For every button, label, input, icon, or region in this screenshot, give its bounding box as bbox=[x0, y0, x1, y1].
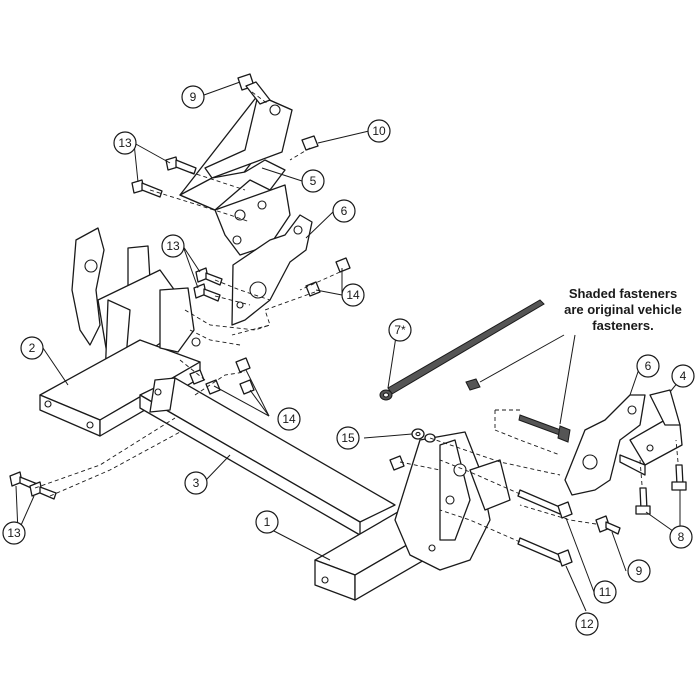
callout-10-label: 10 bbox=[372, 124, 386, 138]
callout-2-label: 2 bbox=[29, 341, 36, 355]
bolts-13-mid bbox=[193, 267, 223, 302]
callout-1: 1 bbox=[255, 510, 279, 534]
assembly-dashed-lines bbox=[34, 91, 679, 543]
callout-13-mid-label: 13 bbox=[166, 239, 180, 253]
callout-14-mid-label: 14 bbox=[282, 412, 296, 426]
callout-11-label: 11 bbox=[599, 585, 612, 599]
part-3-crossbar bbox=[139, 377, 396, 536]
callout-13-top-label: 13 bbox=[118, 136, 132, 150]
callout-5-label: 5 bbox=[310, 174, 317, 188]
callout-6-upper-label: 6 bbox=[341, 204, 348, 218]
bolt-9-lower bbox=[595, 515, 621, 535]
nuts-14-mid bbox=[189, 357, 255, 395]
callout-10: 10 bbox=[367, 119, 391, 143]
leader-lines bbox=[15, 81, 684, 612]
part-6-lower-plate bbox=[564, 394, 646, 496]
callout-7: 7* bbox=[388, 318, 412, 342]
nuts-14-upper bbox=[305, 257, 351, 297]
callout-15: 15 bbox=[336, 426, 360, 450]
shaded-fasteners-note: Shaded fasteners are original vehicle fa… bbox=[548, 286, 698, 334]
callout-9-lower-label: 9 bbox=[636, 564, 643, 578]
bolts-13-top bbox=[131, 156, 197, 198]
callout-14-upper: 14 bbox=[341, 283, 365, 307]
callout-13-top: 13 bbox=[113, 131, 137, 155]
callout-14-mid: 14 bbox=[277, 407, 301, 431]
callout-1-label: 1 bbox=[264, 515, 271, 529]
bolt-9-top bbox=[237, 73, 271, 105]
original-vehicle-bolt bbox=[518, 414, 571, 443]
nut-lower bbox=[389, 455, 405, 471]
part-7-rod bbox=[379, 299, 545, 401]
part-6-upper-plate bbox=[231, 214, 313, 326]
part-5-upper-bracket bbox=[179, 94, 293, 256]
callout-3-label: 3 bbox=[193, 476, 200, 490]
original-vehicle-nut bbox=[465, 378, 481, 391]
bolts-13-lower bbox=[9, 471, 57, 500]
callout-4-label: 4 bbox=[680, 369, 687, 383]
callout-2: 2 bbox=[20, 336, 44, 360]
callout-8-label: 8 bbox=[678, 530, 685, 544]
callout-12-label: 12 bbox=[580, 617, 594, 631]
callout-13-lower: 13 bbox=[2, 521, 26, 545]
callout-13-lower-label: 13 bbox=[7, 526, 21, 540]
callout-6-lower-label: 6 bbox=[645, 359, 652, 373]
callout-6-upper: 6 bbox=[332, 199, 356, 223]
note-line-2: are original vehicle bbox=[564, 302, 682, 317]
callout-9-top-label: 9 bbox=[190, 90, 197, 104]
callout-5: 5 bbox=[301, 169, 325, 193]
part-1-right-mount bbox=[314, 431, 511, 601]
callout-6-lower: 6 bbox=[636, 354, 660, 378]
bolt-12 bbox=[517, 537, 573, 567]
callout-9-lower: 9 bbox=[627, 559, 651, 583]
part-4-small-bracket bbox=[619, 389, 683, 476]
callout-3: 3 bbox=[184, 471, 208, 495]
callout-15-label: 15 bbox=[341, 431, 355, 445]
callout-4: 4 bbox=[671, 364, 695, 388]
callout-12: 12 bbox=[575, 612, 599, 636]
callout-8: 8 bbox=[669, 525, 693, 549]
callout-7-label: 7* bbox=[394, 323, 406, 337]
note-line-3: fasteners. bbox=[592, 318, 654, 333]
callout-11: 11 bbox=[593, 580, 617, 604]
callout-13-mid: 13 bbox=[161, 234, 185, 258]
callout-14-upper-label: 14 bbox=[346, 288, 360, 302]
nut-10 bbox=[301, 135, 319, 151]
bolt-11 bbox=[517, 489, 573, 519]
washer-15 bbox=[411, 428, 436, 443]
callout-9-top: 9 bbox=[181, 85, 205, 109]
note-line-1: Shaded fasteners bbox=[568, 286, 678, 301]
